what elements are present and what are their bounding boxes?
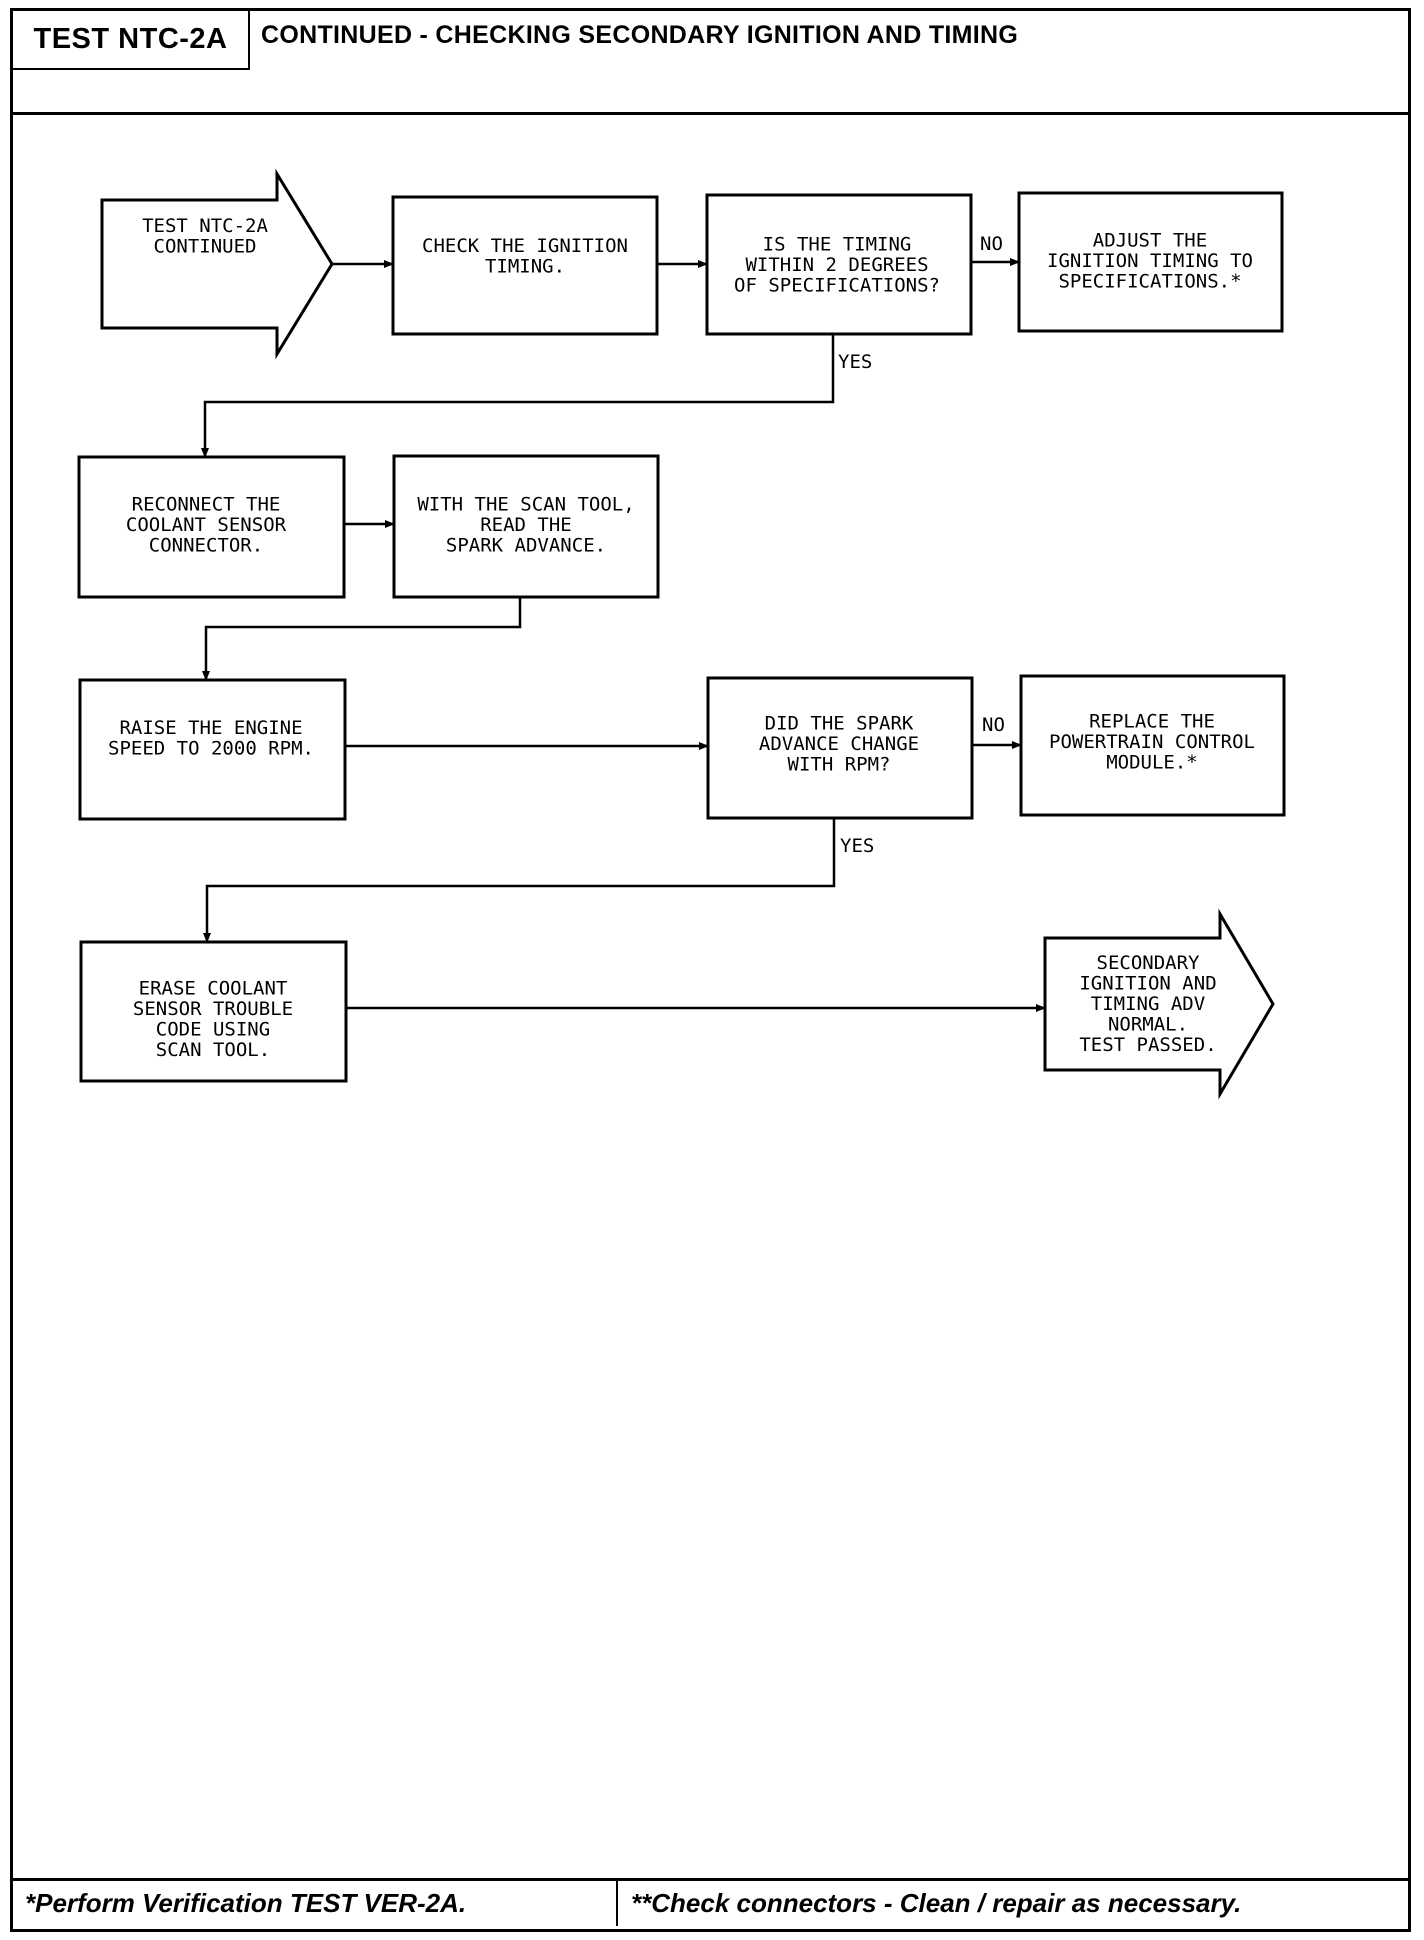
node-line: CONNECTOR. xyxy=(149,535,263,557)
page-header: TEST NTC-2A CONTINUED - CHECKING SECONDA… xyxy=(13,11,1408,115)
node-line: CHECK THE IGNITION xyxy=(422,235,628,257)
node-line: SPARK ADVANCE. xyxy=(446,535,606,557)
start-arrow-shape xyxy=(100,168,334,360)
erase-code-box xyxy=(79,940,348,1083)
node-line: ADJUST THE xyxy=(1093,230,1207,252)
node-line: SECONDARY xyxy=(1097,952,1201,974)
no-label-1: NO xyxy=(980,233,1003,255)
node-line: COOLANT SENSOR xyxy=(126,514,287,536)
yes-label-1: YES xyxy=(838,351,872,373)
node-line: IGNITION TIMING TO xyxy=(1047,250,1253,272)
page-title: CONTINUED - CHECKING SECONDARY IGNITION … xyxy=(261,21,1019,49)
footnote-verification: *Perform Verification TEST VER-2A. xyxy=(13,1881,618,1926)
page-footer: *Perform Verification TEST VER-2A. **Che… xyxy=(13,1878,1408,1929)
node-line: SENSOR TROUBLE xyxy=(133,998,293,1020)
node-line: TIMING. xyxy=(485,255,565,277)
node-line: TEST NTC-2A xyxy=(142,215,268,237)
diagnostic-page: TEST NTC-2A CONTINUED - CHECKING SECONDA… xyxy=(10,8,1411,1932)
node-line: NORMAL. xyxy=(1108,1014,1188,1036)
end-arrow-shape xyxy=(1043,908,1275,1100)
node-line: RAISE THE ENGINE xyxy=(119,717,302,739)
node-line: WITHIN 2 DEGREES xyxy=(745,254,928,276)
connector-question-erase xyxy=(203,818,836,943)
node-line: WITH RPM? xyxy=(788,754,891,776)
node-line: ERASE COOLANT xyxy=(139,977,288,999)
node-line: READ THE xyxy=(480,514,572,536)
node-line: RECONNECT THE xyxy=(132,494,281,516)
node-line: ADVANCE CHANGE xyxy=(759,733,919,755)
node-line: WITH THE SCAN TOOL, xyxy=(417,494,634,516)
node-line: TEST PASSED. xyxy=(1079,1034,1216,1056)
node-line: IGNITION AND xyxy=(1079,973,1216,995)
test-id: TEST NTC-2A xyxy=(13,11,250,70)
node-line: SCAN TOOL. xyxy=(156,1039,270,1061)
node-line: REPLACE THE xyxy=(1089,711,1215,733)
node-line: IS THE TIMING xyxy=(763,234,912,256)
node-line: OF SPECIFICATIONS? xyxy=(734,275,940,297)
node-line: CONTINUED xyxy=(154,235,257,257)
node-line: CODE USING xyxy=(156,1018,270,1040)
node-line: DID THE SPARK xyxy=(765,713,914,735)
node-line: POWERTRAIN CONTROL xyxy=(1049,731,1255,753)
raise-speed-box xyxy=(78,678,347,821)
connector-question-reconnect xyxy=(201,334,835,458)
node-line: TIMING ADV xyxy=(1091,993,1205,1015)
no-label-2: NO xyxy=(982,714,1005,736)
reconnect-box xyxy=(77,455,346,599)
node-line: SPEED TO 2000 RPM. xyxy=(108,737,314,759)
yes-label-2: YES xyxy=(840,835,874,857)
footnote-connectors: **Check connectors - Clean / repair as n… xyxy=(631,1888,1242,1918)
connector-scan-raise xyxy=(202,597,522,681)
node-line: SPECIFICATIONS.* xyxy=(1058,271,1241,293)
node-line: MODULE.* xyxy=(1106,752,1198,774)
